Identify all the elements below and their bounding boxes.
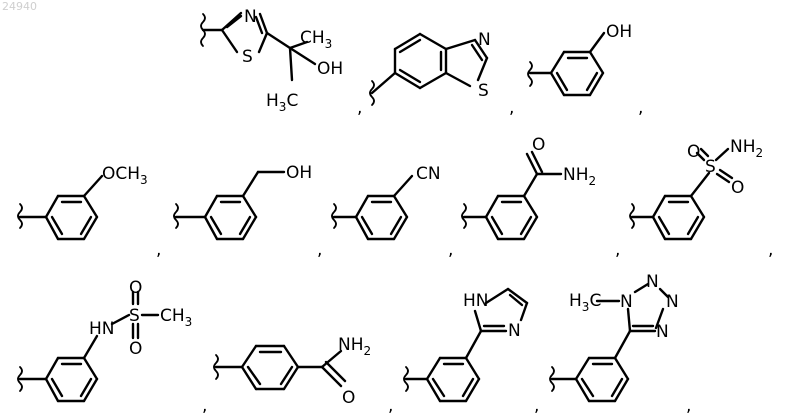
structure-carbamoylphenyl-para: NH2 O [214,335,371,408]
structure-hydroxyphenyl: OH [528,22,632,95]
separator-comma: , [156,240,161,260]
thiazole-sulfur-label: S [242,47,253,67]
structure-methanesulfonamidophenyl: O HN S CH3 O [18,278,192,401]
hydroxyl-label: OH [286,163,312,183]
tetrazole-nitrogen-label: N [666,292,679,312]
separator-comma: , [768,240,773,260]
tetrazole-nitrogen-label: N [656,322,669,342]
benzothiazole-sulfur-label: S [478,81,489,101]
structure-cyanophenyl: CN [332,164,441,239]
methyl-label: CH3 [300,28,332,51]
structure-benzothiazolyl: N S [370,30,491,105]
separator-comma: , [388,396,393,416]
sulfonamide-amine-label: NH2 [730,137,763,160]
methyl-label-h3c: H3C [569,291,601,314]
amine-label: NH2 [338,335,371,358]
imidazole-nh-label: HN [463,291,489,311]
sulfur-label: S [705,157,716,177]
hydroxyl-label: OH [606,22,632,42]
separator-comma: , [202,396,207,416]
cyano-label: CN [416,164,441,184]
separator-comma: , [317,240,322,260]
separator-comma: , [448,240,453,260]
methyl-label: CH3 [160,306,192,329]
carbonyl-oxygen-label: O [342,388,355,408]
separator-comma: , [509,98,514,118]
tetrazole-nitrogen-label: N [646,272,659,292]
separator-comma: , [534,396,539,416]
structure-imidazolylphenyl: HN N [404,289,527,401]
separator-comma: , [615,240,620,260]
benzothiazole-nitrogen-label: N [478,30,491,50]
amine-label: NH2 [563,165,596,188]
thiazole-nitrogen-label: N [244,7,257,27]
separator-comma: , [638,98,643,118]
structure-hydroxymethylphenyl: OH [174,163,312,239]
separator-comma: , [357,98,362,118]
sulfonamide-nh-label: HN [89,319,115,339]
sulfonyl-oxygen-label: O [687,142,700,162]
sulfonyl-oxygen-label: O [129,339,142,359]
structure-methoxyphenyl: OCH3 [18,164,148,239]
methoxy-label: OCH3 [102,164,148,187]
structure-thiazolyl-hydroxypropyl: N S CH3 OH H3C [201,7,343,114]
carbonyl-oxygen-label: O [532,135,545,155]
imidazole-nitrogen-label: N [508,321,521,341]
hydroxyl-label: OH [317,59,343,79]
sulfonyl-oxygen-label: O [731,178,744,198]
sulfonyl-oxygen-label: O [129,278,142,298]
sulfur-label: S [129,306,140,326]
structure-sulfamoylphenyl: NH2 O S O [630,137,763,239]
tetrazole-nitrogen-label: N [620,292,633,312]
structure-carbamoylphenyl-meta: O NH2 [462,135,596,239]
structure-methyltetrazolylphenyl: H3C N N N N [550,272,679,401]
separator-comma: , [686,396,691,416]
methyl-label-h3c: H3C [266,91,298,114]
